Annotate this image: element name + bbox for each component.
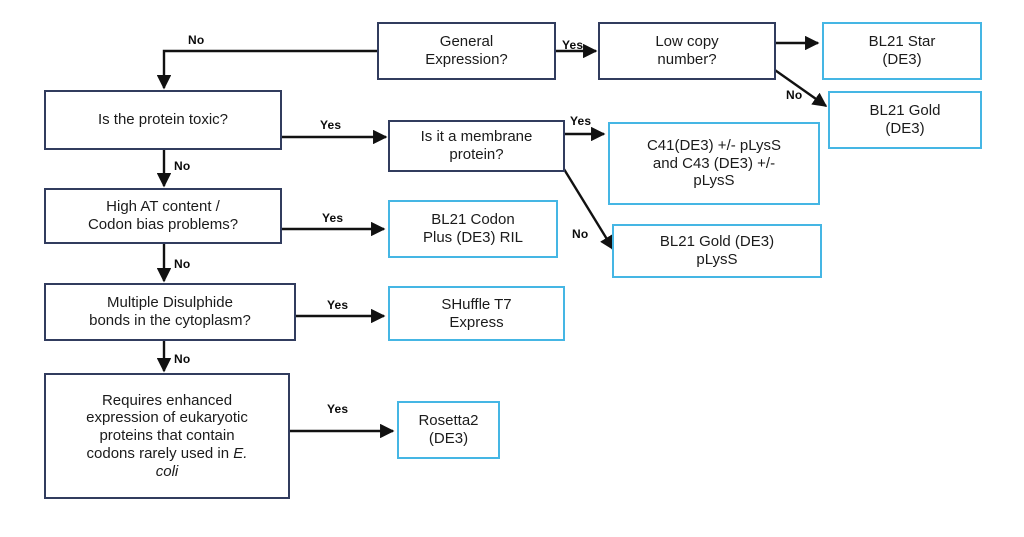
edge-label-general-expression-yes: Yes bbox=[562, 38, 584, 52]
edge-label-low-copy-no: No bbox=[786, 88, 803, 102]
edge-label-disulphide-no: No bbox=[174, 352, 191, 366]
edge-general-expression-no bbox=[156, 49, 377, 90]
edge-label-membrane-yes: Yes bbox=[570, 114, 592, 128]
requires-enhanced-line-3: proteins that contain bbox=[99, 427, 235, 445]
node-c41-c43-plyss-label: C41(DE3) +/- pLysS and C43 (DE3) +/- pLy… bbox=[646, 136, 782, 190]
requires-enhanced-line-2: expression of eukaryotic bbox=[86, 409, 248, 427]
edge-label-toxic-yes: Yes bbox=[320, 118, 342, 132]
node-rosetta2-de3-label: Rosetta2 (DE3) bbox=[418, 412, 479, 447]
node-high-at-codon-bias-label: High AT content / Codon bias problems? bbox=[87, 198, 239, 233]
node-shuffle-t7-express[interactable]: SHuffle T7 Express bbox=[388, 286, 565, 341]
node-bl21-gold-de3-label: BL21 Gold (DE3) bbox=[869, 102, 941, 137]
node-rosetta2-de3[interactable]: Rosetta2 (DE3) bbox=[397, 401, 500, 459]
requires-enhanced-species-abbrev: E. bbox=[233, 444, 248, 462]
edge-label-codon-bias-no: No bbox=[174, 257, 191, 271]
requires-enhanced-line-1: Requires enhanced bbox=[101, 391, 233, 409]
requires-enhanced-species-name: coli bbox=[155, 462, 179, 480]
node-requires-enhanced-expression[interactable]: Requires enhanced expression of eukaryot… bbox=[44, 373, 290, 499]
node-multiple-disulphide[interactable]: Multiple Disulphide bonds in the cytopla… bbox=[44, 283, 296, 341]
node-bl21-gold-de3-plyss-label: BL21 Gold (DE3) pLysS bbox=[659, 233, 775, 268]
node-bl21-gold-de3[interactable]: BL21 Gold (DE3) bbox=[828, 91, 982, 149]
node-is-membrane-protein[interactable]: Is it a membrane protein? bbox=[388, 120, 565, 172]
edge-label-toxic-no: No bbox=[174, 159, 191, 173]
node-bl21-codon-plus-ril-label: BL21 Codon Plus (DE3) RIL bbox=[422, 211, 524, 246]
node-low-copy-number-label: Low copy number? bbox=[655, 33, 719, 68]
node-general-expression[interactable]: General Expression? bbox=[377, 22, 556, 80]
node-is-membrane-protein-label: Is it a membrane protein? bbox=[420, 128, 533, 163]
edge-label-enhanced-yes: Yes bbox=[327, 402, 349, 416]
node-shuffle-t7-express-label: SHuffle T7 Express bbox=[441, 295, 512, 331]
node-c41-c43-plyss[interactable]: C41(DE3) +/- pLysS and C43 (DE3) +/- pLy… bbox=[608, 122, 820, 205]
node-is-protein-toxic[interactable]: Is the protein toxic? bbox=[44, 90, 282, 150]
node-low-copy-number[interactable]: Low copy number? bbox=[598, 22, 776, 80]
edge-label-codon-bias-yes: Yes bbox=[322, 211, 344, 225]
requires-enhanced-line-4: codons rarely used in E. bbox=[87, 445, 248, 463]
requires-enhanced-line-4-text: codons rarely used in bbox=[86, 444, 234, 462]
node-bl21-star-de3[interactable]: BL21 Star (DE3) bbox=[822, 22, 982, 80]
node-high-at-codon-bias[interactable]: High AT content / Codon bias problems? bbox=[44, 188, 282, 244]
node-is-protein-toxic-label: Is the protein toxic? bbox=[97, 111, 229, 129]
edge-label-membrane-no: No bbox=[572, 227, 589, 241]
edge-label-general-expression-no: No bbox=[188, 33, 205, 47]
edge-label-disulphide-yes: Yes bbox=[327, 298, 349, 312]
node-bl21-codon-plus-ril[interactable]: BL21 Codon Plus (DE3) RIL bbox=[388, 200, 558, 258]
node-bl21-gold-de3-plyss[interactable]: BL21 Gold (DE3) pLysS bbox=[612, 224, 822, 278]
node-multiple-disulphide-label: Multiple Disulphide bonds in the cytopla… bbox=[89, 294, 251, 329]
node-general-expression-label: General Expression? bbox=[425, 33, 508, 68]
node-bl21-star-de3-label: BL21 Star (DE3) bbox=[868, 33, 936, 68]
